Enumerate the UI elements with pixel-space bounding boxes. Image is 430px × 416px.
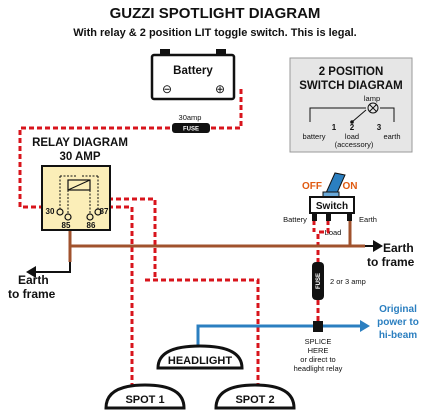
spot-2-label: SPOT 2 — [235, 394, 274, 406]
earth-right: Earth to frame — [365, 240, 415, 269]
mid-fuse: FUSE 2 or 3 amp — [312, 262, 366, 300]
splice: SPLICE HERE or direct to headlight relay — [294, 321, 343, 373]
toggle-off-label: OFF — [302, 181, 322, 192]
splice-connector — [313, 321, 323, 332]
splice-line1: SPLICE — [305, 337, 332, 346]
splice-line2: HERE — [308, 346, 329, 355]
switch-diagram-title-1: 2 POSITION — [319, 66, 384, 78]
switch-diagram-battery: battery — [303, 132, 326, 141]
top-fuse-amp: 30amp — [179, 113, 202, 122]
top-fuse: 30amp FUSE — [172, 113, 210, 133]
hibeam-line1: Original — [379, 304, 417, 315]
top-fuse-label: FUSE — [183, 127, 199, 133]
switch-diagram-load: load — [345, 132, 359, 141]
splice-line3: or direct to — [300, 355, 335, 364]
earth-left-line1: Earth — [18, 273, 49, 287]
relay: RELAY DIAGRAM 30 AMP 30 85 86 87 — [32, 137, 128, 231]
diagram-title: GUZZI SPOTLIGHT DIAGRAM — [110, 5, 321, 22]
switch-diagram-accessory: (accessory) — [335, 140, 374, 149]
hibeam-line2: power to — [377, 317, 419, 328]
relay-title-2: 30 AMP — [59, 151, 100, 163]
battery: Battery ⊖ ⊕ — [150, 49, 236, 101]
earth-left: Earth to frame — [8, 262, 71, 301]
hibeam-label: Original power to hi-beam — [360, 304, 419, 341]
switch-diagram-title-2: SWITCH DIAGRAM — [299, 80, 403, 92]
red-wires — [18, 89, 330, 396]
toggle-battery-label: Battery — [283, 215, 307, 224]
switch-diagram-num-1: 1 — [332, 123, 337, 132]
switch-diagram-lamp: lamp — [364, 94, 380, 103]
earth-right-line2: to frame — [367, 255, 415, 269]
relay-title-1: RELAY DIAGRAM — [32, 137, 128, 149]
toggle-on-label: ON — [343, 181, 358, 192]
hibeam-arrow-icon — [360, 320, 370, 332]
toggle-switch: OFF ON Switch Battery Load Earth — [283, 172, 377, 237]
toggle-switch-label: Switch — [316, 201, 348, 212]
toggle-earth-label: Earth — [359, 215, 377, 224]
hibeam-line3: hi-beam — [379, 330, 417, 341]
mid-fuse-label: FUSE — [316, 273, 322, 289]
toggle-load-label: Load — [325, 228, 342, 237]
relay-pin-85: 85 — [62, 221, 71, 230]
switch-diagram-num-2: 2 — [350, 123, 355, 132]
relay-pin-87: 87 — [100, 207, 109, 216]
battery-label: Battery — [173, 65, 213, 77]
headlight-label: HEADLIGHT — [168, 355, 232, 367]
blue-hibeam-wire — [196, 324, 360, 350]
battery-positive-icon: ⊕ — [215, 82, 225, 96]
switch-diagram-num-3: 3 — [377, 123, 382, 132]
switch-diagram-earth: earth — [383, 132, 400, 141]
switch-diagram-panel: 2 POSITION SWITCH DIAGRAM lamp 1 2 3 bat… — [289, 57, 413, 153]
diagram-subtitle: With relay & 2 position LIT toggle switc… — [73, 27, 357, 39]
earth-right-line1: Earth — [383, 241, 414, 255]
headlight: HEADLIGHT — [156, 344, 244, 370]
battery-negative-icon: ⊖ — [162, 82, 172, 96]
spot-2: SPOT 2 — [214, 383, 296, 410]
brown-earth-wire — [68, 212, 365, 262]
spot-1-label: SPOT 1 — [125, 394, 164, 406]
spot-1: SPOT 1 — [104, 383, 186, 410]
earth-left-line2: to frame — [8, 287, 56, 301]
splice-line4: headlight relay — [294, 364, 343, 373]
earth-right-arrow-icon — [373, 240, 383, 252]
relay-pin-86: 86 — [87, 221, 96, 230]
mid-fuse-amp: 2 or 3 amp — [330, 277, 366, 286]
earth-left-arrow-icon — [26, 266, 36, 278]
relay-pin-30: 30 — [46, 207, 55, 216]
